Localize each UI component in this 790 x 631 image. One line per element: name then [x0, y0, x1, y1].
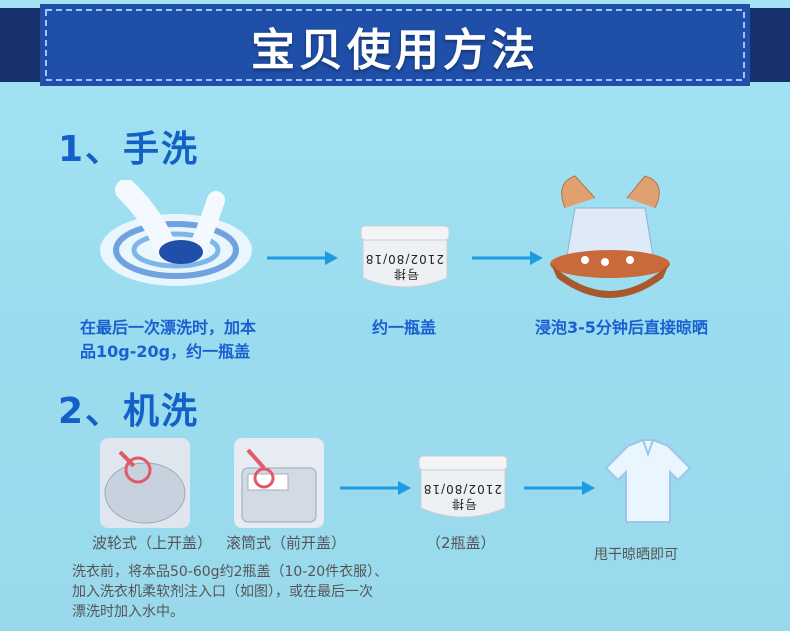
handwash-step1-caption-2: 品10g-20g，约一瓶盖 — [80, 342, 251, 361]
arrow-right-icon — [472, 251, 543, 265]
handwash-heading: 1、手洗 — [58, 129, 200, 170]
arrow-right-icon — [524, 481, 595, 495]
page-title: 宝贝使用方法 — [251, 25, 539, 76]
front-loader-caption: 滚筒式（前开盖） — [226, 534, 347, 552]
top-loader-image — [100, 438, 190, 528]
jar-label: 号排 2102/80/18 — [422, 482, 502, 511]
shirt-icon — [604, 439, 692, 523]
note-line-1: 洗衣前，将本品50-60g约2瓶盖（10-20件衣服）、 — [72, 564, 389, 580]
top-loader-caption: 波轮式（上开盖） — [92, 534, 213, 552]
arrow-right-icon — [267, 251, 338, 265]
jar-label: 号排 2102/80/18 — [364, 252, 444, 281]
soaking-basin-image — [550, 175, 670, 298]
product-jar-image — [360, 225, 450, 288]
title-banner — [0, 4, 790, 86]
handwash-step2-caption: 约一瓶盖 — [372, 318, 437, 337]
handwash-step1-caption-1: 在最后一次漂洗时，加本 — [80, 318, 257, 337]
dry-caption: 甩干晾晒即可 — [594, 547, 678, 563]
cap-count-caption: （2瓶盖） — [426, 534, 496, 552]
product-jar-image — [418, 455, 508, 518]
hand-wash-swirl-image — [100, 180, 252, 286]
arrow-right-icon — [340, 481, 411, 495]
note-line-2: 加入洗衣机柔软剂注入口（如图），或在最后一次 — [72, 584, 373, 600]
note-line-3: 漂洗时加入水中。 — [72, 604, 184, 620]
front-loader-image — [234, 438, 324, 528]
machinewash-heading: 2、机洗 — [58, 391, 200, 432]
handwash-step3-caption: 浸泡3-5分钟后直接晾晒 — [535, 318, 708, 337]
